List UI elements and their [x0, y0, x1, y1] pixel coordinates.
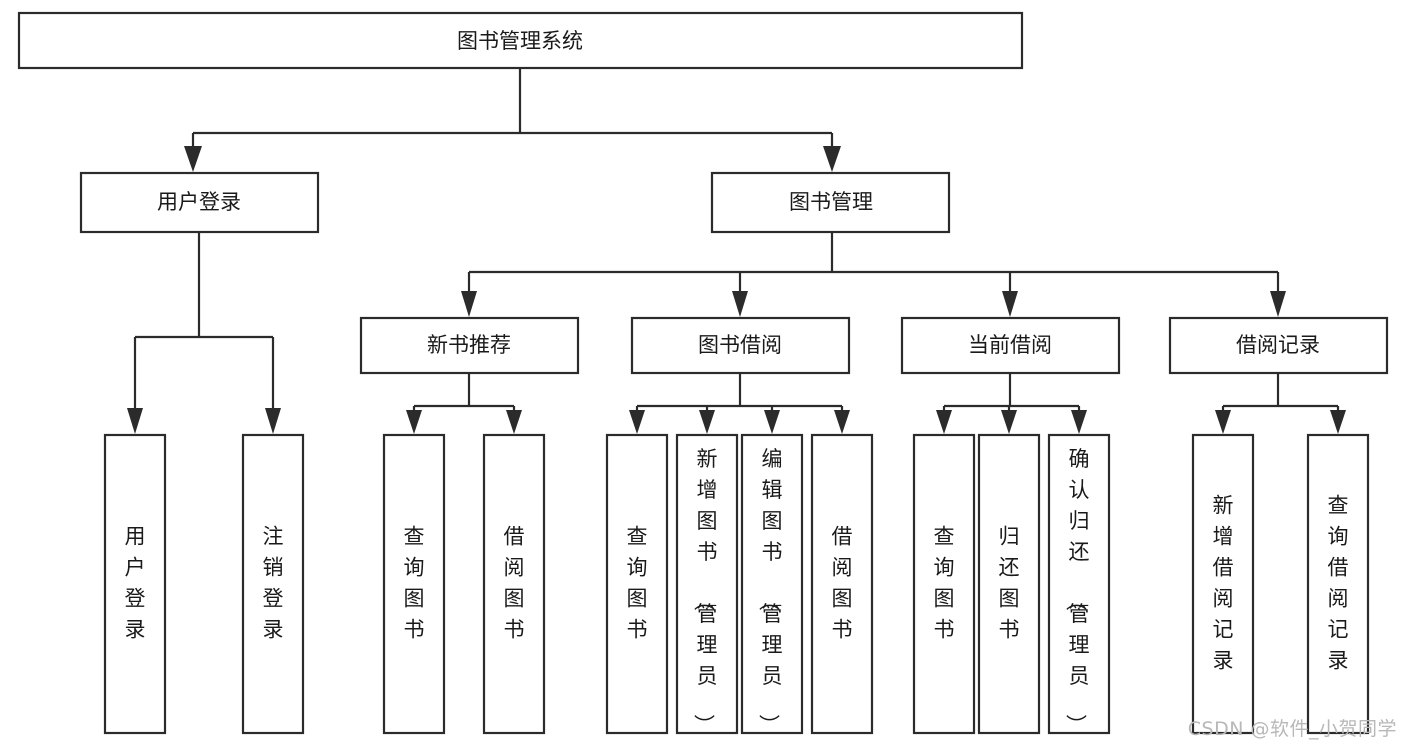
- node-book-manage-label: 图书管理: [789, 190, 873, 214]
- leaf-query-book-3-box[interactable]: [912, 433, 976, 735]
- node-root-box[interactable]: [17, 11, 1024, 70]
- arrowhead-current-borrow: [1002, 291, 1018, 317]
- leaf-user-login-box[interactable]: [103, 433, 167, 735]
- leaf-add-record-box[interactable]: [1191, 433, 1255, 735]
- node-current-borrow[interactable]: 当前借阅: [900, 316, 1121, 375]
- leaf-add-book-box[interactable]: [675, 433, 739, 735]
- leaf-user-login-label: 用户登录: [125, 525, 146, 642]
- node-user-login[interactable]: 用户登录: [79, 171, 320, 234]
- node-book-borrow-label: 图书借阅: [698, 333, 782, 357]
- node-root[interactable]: 图书管理系统: [17, 11, 1024, 70]
- leaf-edit-book-label: 编辑图书（管理员）: [757, 447, 783, 735]
- leaf-borrow-book-2-box[interactable]: [810, 433, 874, 735]
- node-new-book-recommend[interactable]: 新书推荐: [359, 316, 580, 375]
- arrowhead-leaf-query-book-2: [629, 410, 645, 434]
- arrowhead-leaf-query-book-3: [936, 410, 952, 434]
- arrowhead-leaf-confirm-return: [1071, 410, 1087, 434]
- leaf-query-book-1[interactable]: 查询图书: [382, 433, 446, 735]
- arrowhead-user-login: [184, 146, 202, 172]
- arrowhead-leaf-user-logout: [265, 408, 281, 434]
- node-book-manage-box[interactable]: [710, 171, 951, 234]
- arrowhead-book-manage: [823, 146, 841, 172]
- arrowhead-leaf-borrow-book-2: [834, 410, 850, 434]
- leaf-user-logout-box[interactable]: [241, 433, 305, 735]
- leaf-borrow-book-2-label: 借阅图书: [832, 525, 853, 642]
- arrowhead-leaf-edit-book: [764, 410, 780, 434]
- arrowhead-leaf-user-login: [127, 408, 143, 434]
- leaf-borrow-book-1[interactable]: 借阅图书: [482, 433, 546, 735]
- node-user-login-label: 用户登录: [157, 190, 241, 214]
- arrowhead-leaf-return-book: [1001, 410, 1017, 434]
- leaf-edit-book[interactable]: 编辑图书（管理员）: [740, 433, 804, 735]
- node-book-borrow[interactable]: 图书借阅: [630, 316, 851, 375]
- leaf-confirm-return-label: 确认归还（管理员）: [1064, 447, 1090, 735]
- node-new-book-recommend-label: 新书推荐: [427, 333, 511, 357]
- leaf-return-book-label: 归还图书: [999, 525, 1020, 642]
- node-user-login-box[interactable]: [79, 171, 320, 234]
- leaf-confirm-return-box[interactable]: [1047, 433, 1111, 735]
- leaf-query-book-3-label: 查询图书: [934, 525, 955, 642]
- leaf-add-record-label: 新增借阅记录: [1213, 494, 1234, 673]
- arrowhead-new-book-recommend: [461, 291, 477, 317]
- node-current-borrow-box[interactable]: [900, 316, 1121, 375]
- leaf-add-book-label: 新增图书（管理员）: [692, 447, 718, 735]
- leaf-add-record[interactable]: 新增借阅记录: [1191, 433, 1255, 735]
- node-book-manage[interactable]: 图书管理: [710, 171, 951, 234]
- node-borrow-record-label: 借阅记录: [1236, 333, 1320, 357]
- leaf-query-record[interactable]: 查询借阅记录: [1306, 433, 1370, 735]
- leaf-query-book-1-box[interactable]: [382, 433, 446, 735]
- leaf-query-book-2[interactable]: 查询图书: [605, 433, 669, 735]
- leaf-query-record-box[interactable]: [1306, 433, 1370, 735]
- arrowhead-leaf-query-book-1: [406, 410, 422, 434]
- leaf-borrow-book-2[interactable]: 借阅图书: [810, 433, 874, 735]
- leaf-edit-book-box[interactable]: [740, 433, 804, 735]
- arrowhead-leaf-borrow-book-1: [506, 410, 522, 434]
- leaf-return-book-box[interactable]: [977, 433, 1041, 735]
- leaf-query-book-3[interactable]: 查询图书: [912, 433, 976, 735]
- arrowhead-borrow-record: [1270, 291, 1286, 317]
- arrowhead-leaf-query-record: [1330, 410, 1346, 434]
- leaf-query-book-1-label: 查询图书: [404, 525, 425, 642]
- node-new-book-recommend-box[interactable]: [359, 316, 580, 375]
- node-current-borrow-label: 当前借阅: [968, 333, 1052, 357]
- node-book-borrow-box[interactable]: [630, 316, 851, 375]
- leaf-user-login[interactable]: 用户登录: [103, 433, 167, 735]
- arrowhead-book-borrow: [732, 291, 748, 317]
- connector-group: [127, 68, 1346, 434]
- leaf-confirm-return[interactable]: 确认归还（管理员）: [1047, 433, 1111, 735]
- leaf-query-record-label: 查询借阅记录: [1328, 494, 1349, 673]
- arrowhead-leaf-add-record: [1215, 410, 1231, 434]
- leaf-add-book[interactable]: 新增图书（管理员）: [675, 433, 739, 735]
- node-borrow-record-box[interactable]: [1168, 316, 1389, 375]
- leaf-user-logout[interactable]: 注销登录: [241, 433, 305, 735]
- leaf-borrow-book-1-box[interactable]: [482, 433, 546, 735]
- arrowhead-leaf-add-book: [699, 410, 715, 434]
- leaf-return-book[interactable]: 归还图书: [977, 433, 1041, 735]
- leaf-query-book-2-box[interactable]: [605, 433, 669, 735]
- node-borrow-record[interactable]: 借阅记录: [1168, 316, 1389, 375]
- leaf-user-logout-label: 注销登录: [263, 525, 284, 642]
- leaf-borrow-book-1-label: 借阅图书: [504, 525, 525, 642]
- leaf-query-book-2-label: 查询图书: [627, 525, 648, 642]
- node-root-label: 图书管理系统: [457, 29, 583, 53]
